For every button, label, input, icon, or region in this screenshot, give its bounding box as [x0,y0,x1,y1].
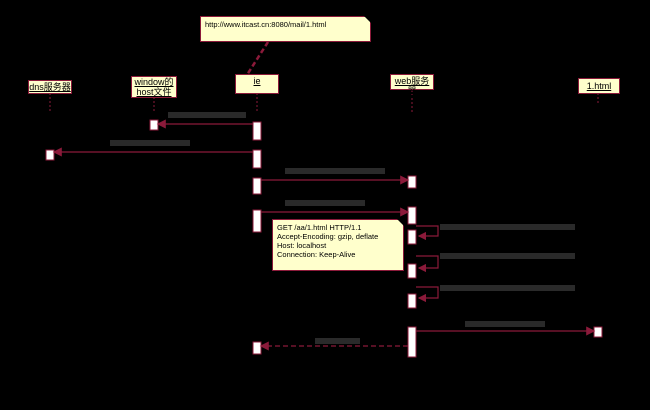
self-call-web-1 [416,225,439,241]
message-label-placeholder [285,200,365,206]
request-line: GET /aa/1.html HTTP/1.1 [277,223,362,232]
activation-web-3 [407,229,417,245]
activation-ie-3 [252,177,262,195]
http-request-note: GET /aa/1.html HTTP/1.1 Accept-Encoding:… [272,219,404,271]
request-header-accept-encoding: Accept-Encoding: gzip, deflate [277,232,379,241]
message-label-placeholder [440,285,575,291]
self-call-web-3 [416,286,439,303]
message-label-placeholder [285,168,385,174]
activation-web-1 [407,175,417,189]
participant-ie: ie [235,74,279,94]
note-fold-corner [397,219,404,226]
participant-label: ie [253,76,261,86]
participant-label: web服务器 [394,76,430,96]
message-label-placeholder [168,112,246,118]
activation-web-4 [407,263,417,279]
activation-window-host [149,119,159,131]
request-header-connection: Connection: Keep-Alive [277,250,356,259]
activation-ie-1 [252,121,262,141]
participant-1-html: 1.html [578,78,620,94]
note-connector [243,41,270,79]
participant-label: 1.html [586,81,612,91]
participant-dns-server: dns服务器 [28,80,72,94]
message-label-placeholder [465,321,545,327]
activation-web-6 [407,326,417,358]
participant-label: host文件 [136,87,172,97]
activation-web-5 [407,293,417,309]
note-fold-corner [364,16,371,23]
message-label-placeholder [315,338,360,344]
participant-label: window的 [134,77,174,87]
participant-window-host-file: window的 host文件 [131,76,177,98]
participant-web-server: web服务器 [390,74,434,96]
url-note-text: http://www.itcast.cn:8080/mail/1.html [205,20,327,29]
activation-web-2 [407,206,417,225]
participant-label: dns服务器 [29,82,71,92]
url-note: http://www.itcast.cn:8080/mail/1.html [200,16,371,42]
activation-dns [45,149,55,161]
message-label-placeholder [110,140,190,146]
self-call-web-2 [416,255,439,273]
activation-ie-4 [252,209,262,233]
activation-ie-2 [252,149,262,169]
request-header-host: Host: localhost [277,241,327,250]
activation-html [593,326,603,338]
message-label-placeholder [440,224,575,230]
activation-ie-5 [252,341,262,355]
message-label-placeholder [440,253,575,259]
